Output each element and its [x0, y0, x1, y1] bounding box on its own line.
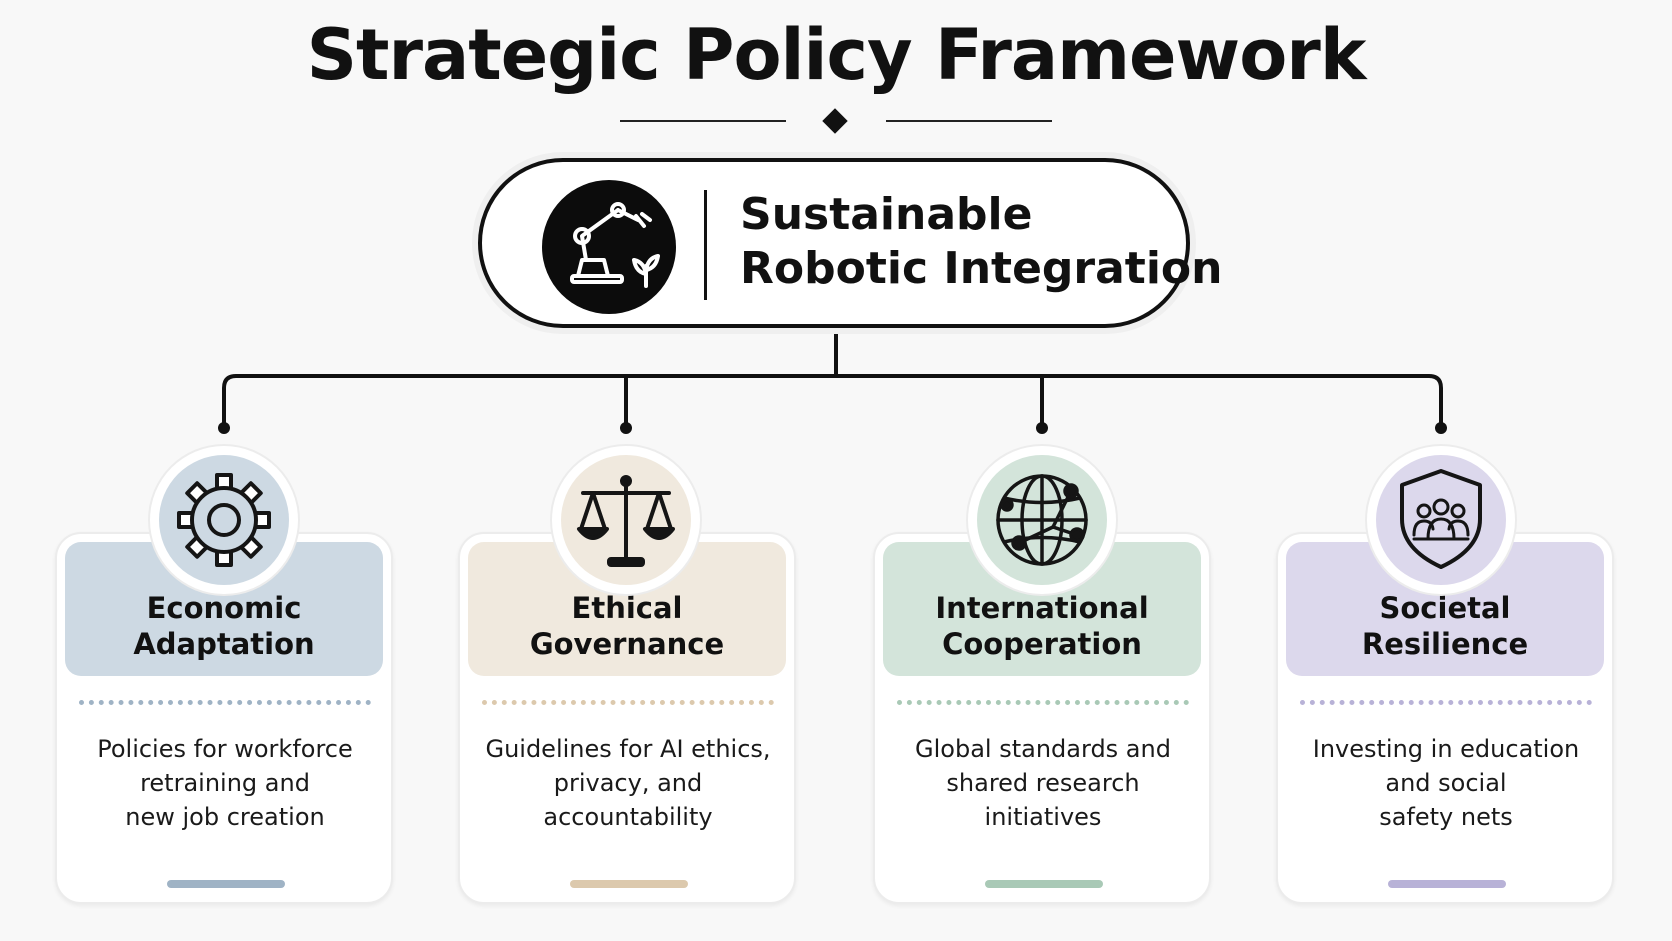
pillar-title-line-1: Ethical — [571, 591, 683, 625]
pillar-description-line-3: accountability — [543, 803, 713, 831]
pillar-card-economic-adaptation: Economic Adaptation Policies for workfor… — [55, 532, 393, 904]
pillar-badge-international-cooperation — [968, 446, 1116, 594]
dotted-divider — [897, 700, 1189, 705]
balance-scale-icon — [561, 455, 691, 585]
accent-bar — [1388, 880, 1506, 888]
title-divider — [620, 108, 1052, 138]
pillar-badge-economic-adaptation — [150, 446, 298, 594]
pillar-badge-ethical-governance — [552, 446, 700, 594]
pillar-description-line-2: retraining and — [140, 769, 310, 797]
shield-people-icon — [1376, 455, 1506, 585]
connector-dot-2 — [620, 422, 632, 434]
connector-dot-3 — [1036, 422, 1048, 434]
pillar-title-line-1: Societal — [1379, 591, 1511, 625]
pillar-card-societal-resilience: Societal Resilience Investing in educati… — [1276, 532, 1614, 904]
divider-line-right — [886, 120, 1052, 122]
central-separator — [704, 190, 707, 300]
pillar-title-line-2: Cooperation — [942, 627, 1142, 661]
dotted-divider — [79, 700, 371, 705]
pillar-description-line-3: safety nets — [1379, 803, 1513, 831]
pillar-title: International Cooperation — [883, 590, 1201, 662]
pillar-description: Global standards and shared research ini… — [885, 732, 1201, 834]
pillar-description-line-1: Investing in education — [1312, 735, 1580, 763]
accent-bar — [985, 880, 1103, 888]
pillar-description: Investing in education and social safety… — [1288, 732, 1604, 834]
central-title-line-2: Robotic Integration — [740, 243, 1223, 294]
pillar-description: Policies for workforce retraining and ne… — [67, 732, 383, 834]
network-globe-icon — [977, 455, 1107, 585]
pillar-description-line-3: initiatives — [984, 803, 1102, 831]
pillar-title: Ethical Governance — [468, 590, 786, 662]
central-node: Sustainable Robotic Integration — [478, 158, 1223, 328]
pillar-description-line-3: new job creation — [125, 803, 325, 831]
accent-bar — [167, 880, 285, 888]
pillar-title-line-2: Adaptation — [133, 627, 315, 661]
connector-dot-1 — [218, 422, 230, 434]
pillar-description-line-1: Guidelines for AI ethics, — [485, 735, 771, 763]
pillar-description-line-1: Policies for workforce — [97, 735, 353, 763]
accent-bar — [570, 880, 688, 888]
robot-arm-with-leaf-icon — [542, 180, 676, 314]
pillar-title-line-2: Governance — [529, 627, 725, 661]
central-title-line-1: Sustainable — [740, 189, 1033, 240]
pillar-badge-societal-resilience — [1367, 446, 1515, 594]
gear-icon — [159, 455, 289, 585]
pillar-title: Economic Adaptation — [65, 590, 383, 662]
page-title: Strategic Policy Framework — [306, 14, 1367, 96]
divider-line-left — [620, 120, 786, 122]
central-title: Sustainable Robotic Integration — [740, 188, 1223, 296]
pillar-description-line-1: Global standards and — [915, 735, 1171, 763]
pillar-title: Societal Resilience — [1286, 590, 1604, 662]
pillar-description: Guidelines for AI ethics, privacy, and a… — [470, 732, 786, 834]
pillar-title-line-2: Resilience — [1361, 627, 1529, 661]
pillar-description-line-2: privacy, and — [553, 769, 703, 797]
pillar-card-ethical-governance: Ethical Governance Guidelines for AI eth… — [458, 532, 796, 904]
pillar-description-line-2: shared research — [946, 769, 1140, 797]
pillar-description-line-2: and social — [1385, 769, 1507, 797]
pillar-title-line-1: International — [935, 591, 1149, 625]
connector-dot-4 — [1435, 422, 1447, 434]
dotted-divider — [1300, 700, 1592, 705]
branch-line-outer — [222, 374, 1443, 429]
pillar-title-line-1: Economic — [146, 591, 302, 625]
dotted-divider — [482, 700, 774, 705]
